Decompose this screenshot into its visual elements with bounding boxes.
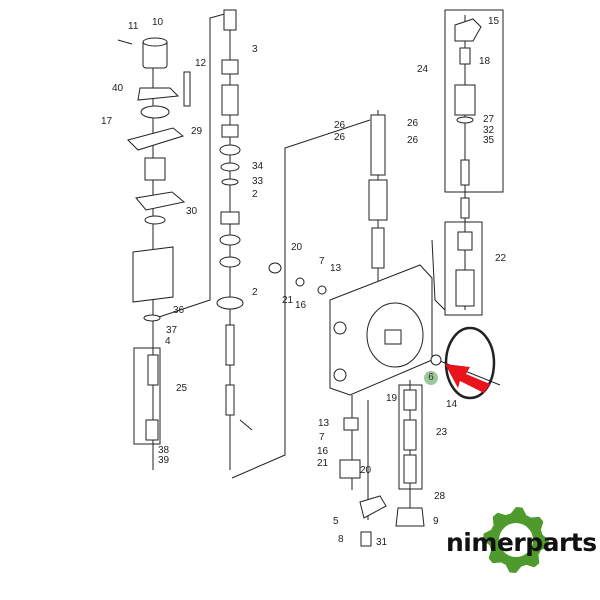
callout-5: 5 xyxy=(333,516,339,527)
callout-36: 36 xyxy=(173,305,185,316)
callout-26: 26 xyxy=(334,120,346,131)
callout-16: 16 xyxy=(317,446,329,457)
callout-7: 7 xyxy=(319,256,325,267)
callout-24: 24 xyxy=(417,64,429,75)
part-6 xyxy=(430,354,442,366)
callout-34: 34 xyxy=(252,161,264,172)
callout-20: 20 xyxy=(360,465,372,476)
callout-25: 25 xyxy=(176,383,188,394)
callout-33: 33 xyxy=(252,176,264,187)
callout-38: 38 xyxy=(158,445,170,456)
callout-26: 26 xyxy=(407,135,419,146)
callout-37: 37 xyxy=(166,325,178,336)
callout-16: 16 xyxy=(295,300,307,311)
callout-35: 35 xyxy=(483,135,495,146)
callout-21: 21 xyxy=(317,458,329,469)
callout-9: 9 xyxy=(433,516,439,527)
callout-17: 17 xyxy=(101,116,113,127)
logo-gear-icon xyxy=(483,507,549,573)
callout-20: 20 xyxy=(291,242,303,253)
callout-40: 40 xyxy=(112,83,124,94)
callout-19: 19 xyxy=(386,393,398,404)
callout-30: 30 xyxy=(186,206,198,217)
callout-22: 22 xyxy=(495,253,507,264)
spool xyxy=(368,114,388,269)
callout-39: 39 xyxy=(158,455,170,466)
callout-8: 8 xyxy=(338,534,344,545)
callout-2: 2 xyxy=(252,287,258,298)
callout-13: 13 xyxy=(330,263,342,274)
callout-31: 31 xyxy=(376,537,388,548)
callout-23: 23 xyxy=(436,427,448,438)
callout-27: 27 xyxy=(483,114,495,125)
callout-14: 14 xyxy=(446,399,458,410)
callout-15: 15 xyxy=(488,16,500,27)
callout-18: 18 xyxy=(479,56,491,67)
callout-12: 12 xyxy=(195,58,207,69)
callout-21: 21 xyxy=(282,295,294,306)
callout-2: 2 xyxy=(252,189,258,200)
leader-lines xyxy=(149,11,501,520)
relief-valve-assembly xyxy=(339,18,482,547)
callout-11: 11 xyxy=(128,21,139,32)
o-ring-14 xyxy=(444,326,496,400)
callout-7: 7 xyxy=(319,432,325,443)
logo: nimerparts xyxy=(446,528,597,557)
group-boxes xyxy=(133,9,504,490)
red-arrow-pointer xyxy=(445,364,490,393)
callout-4: 4 xyxy=(165,336,171,347)
callout-3: 3 xyxy=(252,44,258,55)
valve-stack xyxy=(216,9,253,431)
callout-10: 10 xyxy=(152,17,164,28)
callout-28: 28 xyxy=(434,491,446,502)
valve-housing xyxy=(268,262,433,396)
callout-29: 29 xyxy=(191,126,203,137)
callout-26: 26 xyxy=(334,132,346,143)
callout-6: 6 xyxy=(424,371,438,385)
callout-13: 13 xyxy=(318,418,330,429)
solenoid-assembly xyxy=(117,37,191,441)
callout-32: 32 xyxy=(483,125,495,136)
callout-26: 26 xyxy=(407,118,419,129)
